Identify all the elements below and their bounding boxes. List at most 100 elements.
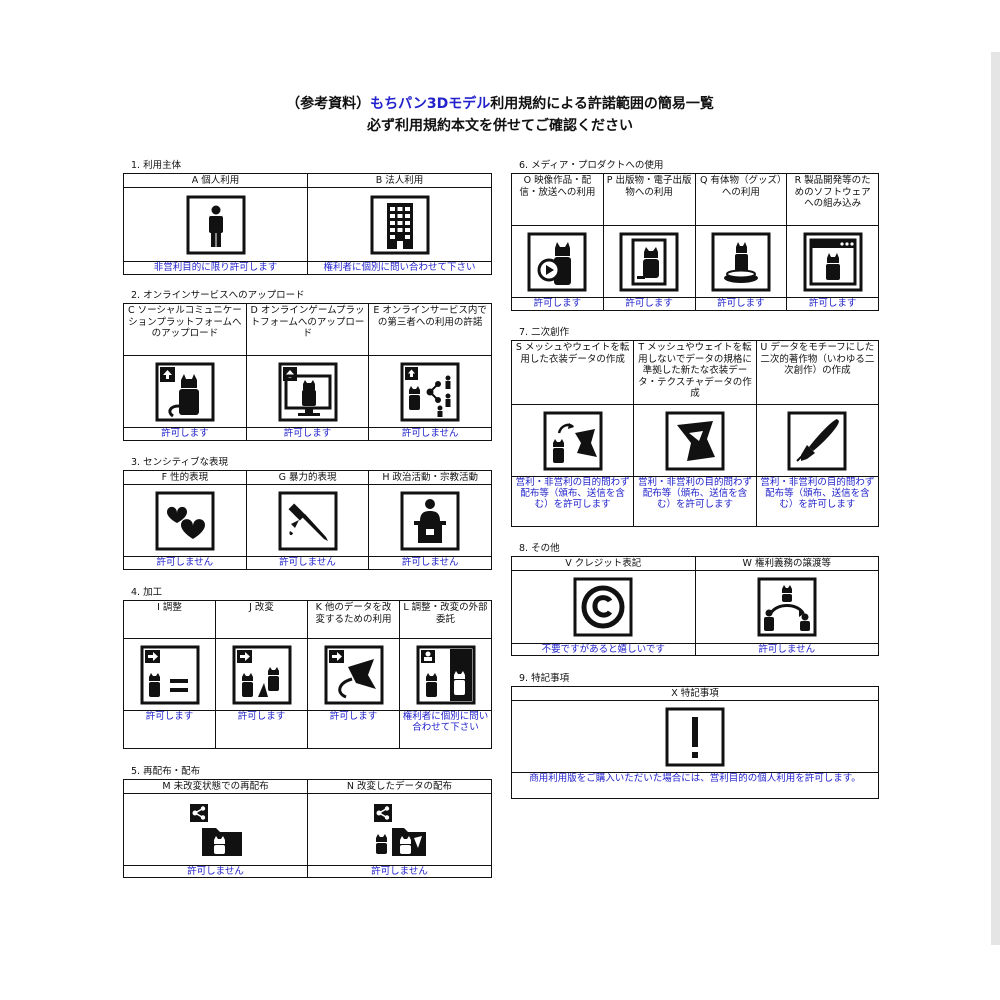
item-header: C ソーシャルコミュニケーションプラットフォームへのアップロード xyxy=(124,304,246,356)
item-video-broadcast: O 映像作品・配信・放送への利用 許可します xyxy=(512,174,604,310)
icon-cell xyxy=(512,226,603,298)
item-label: 権利者に個別に問い合わせて下さい xyxy=(323,262,476,273)
item-header: S メッシュやウェイトを転用した衣装データの作成 xyxy=(512,341,634,405)
item-credit-notation: V クレジット表記 不要ですがあると嬉しいです xyxy=(512,557,696,655)
item-header: X 特記事項 xyxy=(512,687,878,701)
item-political-religious: H 政治活動・宗教活動 許可しません xyxy=(369,471,492,569)
modify-other-icon xyxy=(324,645,383,704)
item-violent-expression: G 暴力的表現 許可しません xyxy=(246,471,370,569)
pen-nib-icon xyxy=(787,411,847,470)
item-label: 許可します xyxy=(533,298,582,309)
item-label: 許可します xyxy=(808,298,857,309)
item-adjust: I 調整 許可します xyxy=(124,601,216,748)
icon-cell xyxy=(695,571,878,645)
item-header: B 法人利用 xyxy=(308,174,491,188)
item-costume-transfer: S メッシュやウェイトを転用した衣装データの作成 営利・非営利の目的問わず配布等… xyxy=(512,341,635,526)
item-label: 非営利目的に限り許可します xyxy=(153,262,278,273)
icon-cell xyxy=(124,356,246,428)
item-derivative-work: U データをモチーフにした二次的著作物（いわゆる二次創作）の作成 営利・非営利の… xyxy=(756,341,878,526)
item-header: U データをモチーフにした二次的著作物（いわゆる二次創作）の作成 xyxy=(756,341,878,405)
item-label: 許可します xyxy=(625,298,673,309)
item-label: 営利・非営利の目的問わず配布等（頒布、送信を含む）を許可します xyxy=(760,477,875,510)
icon-cell xyxy=(512,571,695,645)
item-label: 営利・非営利の目的問わず配布等（頒布、送信を含む）を許可します xyxy=(637,477,752,510)
item-header: K 他のデータを改変するための利用 xyxy=(308,601,399,639)
building-icon xyxy=(370,195,429,254)
item-modify: J 改変 許可します xyxy=(216,601,308,748)
item-header: E オンラインサービス内での第三者への利用の許諾 xyxy=(369,304,492,356)
section-title: 4. 加工 xyxy=(131,587,163,598)
item-outsourcing: L 調整・改変の外部委託 権利者に個別に問い合わせて下さい xyxy=(400,601,491,748)
item-label: 不要ですがあると嬉しいです xyxy=(541,644,665,656)
section-title: 6. メディア・プロダクトへの使用 xyxy=(519,160,664,171)
section-title: 1. 利用主体 xyxy=(131,160,182,171)
costume-transfer-icon xyxy=(543,411,603,470)
item-unmodified-redistribution: M 未改変状態での再配布 許可しません xyxy=(124,780,308,877)
item-header: F 性的表現 xyxy=(124,471,246,485)
item-header: I 調整 xyxy=(124,601,215,639)
item-label: 許可します xyxy=(283,428,332,439)
item-header: D オンラインゲームプラットフォームへのアップロード xyxy=(246,304,369,356)
share-modified-folder-icon xyxy=(373,803,426,856)
section-title: 3. センシティブな表現 xyxy=(131,457,229,468)
section-title: 9. 特記事項 xyxy=(519,673,570,684)
icon-cell xyxy=(634,405,756,477)
item-special-note: X 特記事項 商用利用版をご購入いただいた場合には、営利目的の個人利用を許可しま… xyxy=(512,687,878,798)
item-header: M 未改変状態での再配布 xyxy=(124,780,307,794)
item-sexual-expression: F 性的表現 許可しません xyxy=(124,471,247,569)
item-header: R 製品開発等のためのソフトウェアへの組み込み xyxy=(787,174,878,226)
item-header: H 政治活動・宗教活動 xyxy=(369,471,492,485)
item-corporate-use: B 法人利用 権利者に個別に問い合わせて下さい xyxy=(308,174,491,274)
knife-icon xyxy=(278,491,337,550)
item-modify-other-data: K 他のデータを改変するための利用 許可します xyxy=(308,601,400,748)
figure-goods-icon xyxy=(711,232,771,291)
item-social-upload: C ソーシャルコミュニケーションプラットフォームへのアップロード 許可します xyxy=(124,304,247,440)
item-rights-transfer: W 権利義務の譲渡等 許可しません xyxy=(695,557,878,656)
person-icon xyxy=(186,195,245,254)
icon-cell xyxy=(308,188,491,262)
item-label: 許可しません xyxy=(758,644,816,656)
brand-name: もちパン3Dモデル xyxy=(370,96,491,112)
icon-cell xyxy=(369,485,492,557)
item-label: 許可しません xyxy=(187,866,244,877)
item-label: 営利・非営利の目的問わず配布等（頒布、送信を含む）を許可します xyxy=(515,477,630,510)
item-label: 許可しません xyxy=(401,428,459,439)
item-header: N 改変したデータの配布 xyxy=(308,780,491,794)
item-software-embedding: R 製品開発等のためのソフトウェアへの組み込み 許可します xyxy=(787,174,878,310)
icon-cell xyxy=(695,226,787,298)
item-header: G 暴力的表現 xyxy=(246,471,369,485)
page-subtitle: 必ず利用規約本文を併せてご確認ください xyxy=(367,118,633,134)
item-label: 許可します xyxy=(161,428,209,439)
icon-cell xyxy=(308,639,399,711)
podium-icon xyxy=(400,491,460,550)
icon-cell xyxy=(246,485,369,557)
icon-cell xyxy=(246,356,369,428)
item-new-costume-texture: T メッシュやウェイトを転用しないでデータの規格に準拠した新たな衣装データ・テク… xyxy=(634,341,757,526)
item-personal-use: A 個人利用 非営利目的に限り許可します xyxy=(124,174,308,274)
item-label: 商用利用版をご購入いただいた場合には、営利目的の個人利用を許可します。 xyxy=(529,773,861,784)
hearts-icon xyxy=(155,491,215,550)
item-header: V クレジット表記 xyxy=(512,557,695,571)
item-third-party-license: E オンラインサービス内での第三者への利用の許諾 許可しません xyxy=(369,304,492,440)
section-title: 5. 再配布・配布 xyxy=(131,766,201,777)
item-label: 許可します xyxy=(717,298,765,309)
item-game-platform-upload: D オンラインゲームプラットフォームへのアップロード 許可します xyxy=(246,304,370,440)
video-cat-icon xyxy=(527,232,587,291)
item-label: 許可しません xyxy=(401,557,459,568)
icon-cell xyxy=(756,405,878,477)
icon-cell xyxy=(124,639,215,711)
modify-cats-icon xyxy=(232,645,291,704)
page-title: （参考資料）もちパン3Dモデル利用規約による許諾範囲の簡易一覧 xyxy=(286,96,714,112)
item-header: T メッシュやウェイトを転用しないでデータの規格に準拠した新たな衣装データ・テク… xyxy=(634,341,756,405)
section-title: 2. オンラインサービスへのアップロード xyxy=(131,290,305,301)
icon-cell xyxy=(124,794,307,866)
adjust-equals-icon xyxy=(140,645,199,704)
item-publication: P 出版物・電子出版物への利用 許可します xyxy=(603,174,696,310)
item-label: 許可します xyxy=(237,711,286,722)
item-label: 許可します xyxy=(145,711,194,722)
icon-cell xyxy=(603,226,695,298)
item-header: L 調整・改変の外部委託 xyxy=(400,601,491,639)
publication-icon xyxy=(619,232,679,291)
scrollbar[interactable] xyxy=(991,52,1000,945)
item-label: 権利者に個別に問い合わせて下さい xyxy=(402,711,489,733)
